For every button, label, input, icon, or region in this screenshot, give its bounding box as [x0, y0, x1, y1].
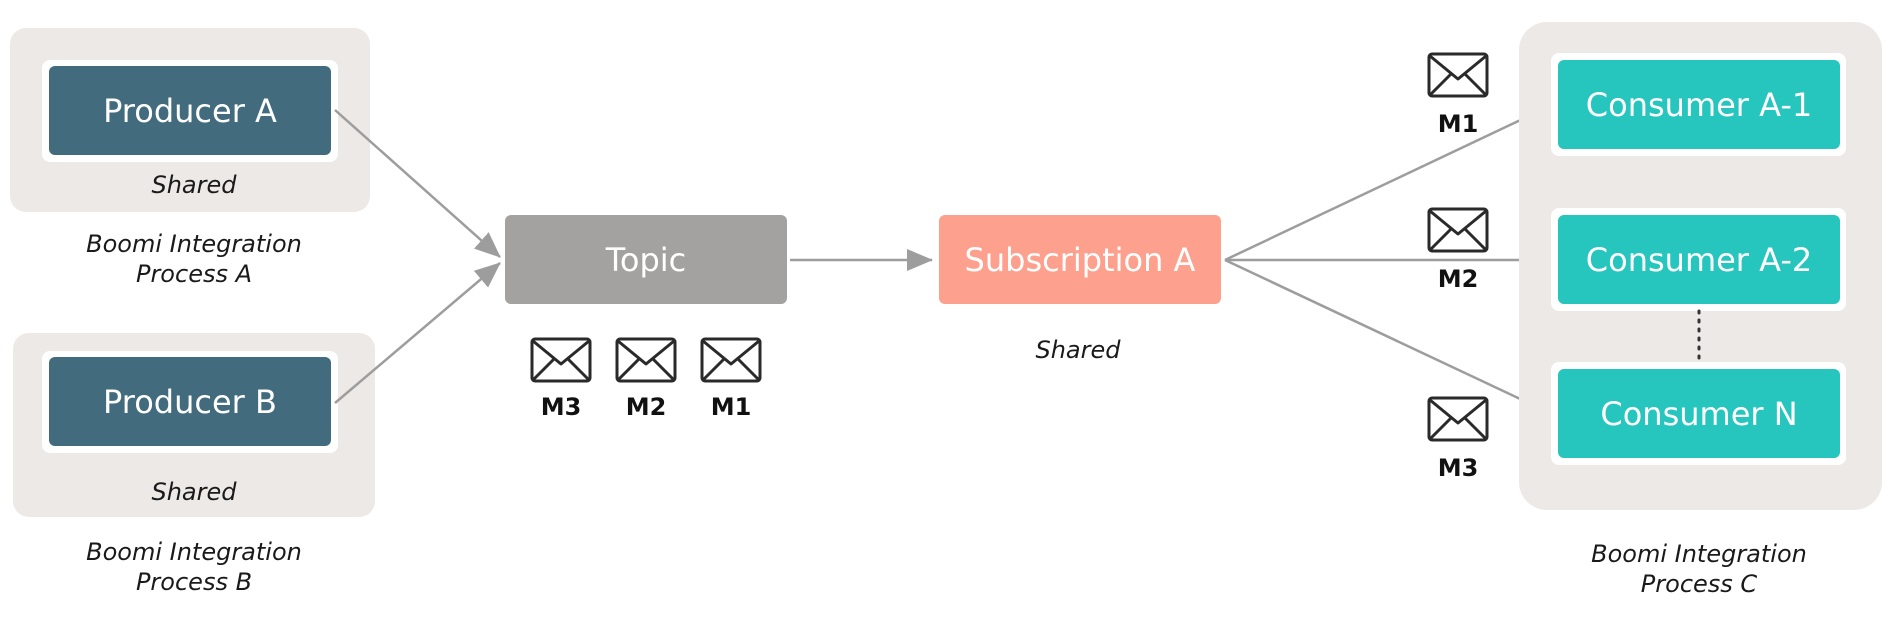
consumer-group-process-line1: Boomi Integration: [1591, 540, 1807, 568]
envelope-icon: [615, 337, 677, 383]
delivered-message-label: M2: [1438, 265, 1479, 293]
arrow-subscription-to-consumer-n: [1224, 258, 1551, 415]
topic-group: Topic M3 M2 M1: [505, 215, 787, 421]
arrow-subscription-to-consumer-a1: [1224, 104, 1551, 262]
consumer-a1-box[interactable]: [1558, 60, 1840, 149]
envelope-icon: [530, 337, 592, 383]
producer-b-group: Producer B Shared Boomi Integration Proc…: [13, 333, 375, 596]
consumer-group-process-line2: Process C: [1641, 570, 1758, 598]
arrow-producer-a-to-topic: [334, 109, 501, 258]
subscription-mode: Shared: [1035, 336, 1121, 364]
consumer-n-label: Consumer N: [1600, 395, 1797, 433]
flow-arrows: [334, 104, 1551, 415]
envelope-icon: [1427, 396, 1489, 442]
topic-message-label: M2: [626, 393, 667, 421]
envelope-icon: [700, 337, 762, 383]
topic-message-label: M1: [711, 393, 752, 421]
topic-label: Topic: [605, 241, 686, 279]
producer-b-mode: Shared: [151, 478, 237, 506]
consumer-a1-label: Consumer A-1: [1586, 86, 1812, 124]
topic-box[interactable]: [505, 215, 787, 304]
delivered-message-label: M1: [1438, 110, 1479, 138]
consumer-a2-box[interactable]: [1558, 215, 1840, 304]
consumer-n-box[interactable]: [1558, 369, 1840, 458]
producer-b-process-line1: Boomi Integration: [86, 538, 302, 566]
envelope-icon: [1427, 207, 1489, 253]
producer-a-mode: Shared: [151, 171, 237, 199]
topic-message-label: M3: [541, 393, 582, 421]
subscription-box[interactable]: [939, 215, 1221, 304]
delivered-message-label: M3: [1438, 454, 1479, 482]
producer-a-label: Producer A: [103, 92, 277, 130]
consumer-group: Consumer A-1 Consumer A-2 Consumer N Boo…: [1519, 22, 1882, 598]
subscription-label: Subscription A: [965, 241, 1196, 279]
producer-a-process-line2: Process A: [136, 260, 252, 288]
producer-b-label: Producer B: [103, 383, 277, 421]
producer-a-group: Producer A Shared Boomi Integration Proc…: [10, 28, 370, 288]
producer-a-process-line1: Boomi Integration: [86, 230, 302, 258]
producer-b-box[interactable]: [49, 357, 331, 446]
consumer-a2-label: Consumer A-2: [1586, 241, 1812, 279]
delivered-messages: M1 M2 M3: [1427, 52, 1489, 482]
producer-a-box[interactable]: [49, 66, 331, 155]
envelope-icon: [1427, 52, 1489, 98]
arrow-producer-b-to-topic: [334, 262, 501, 404]
subscription-group: Subscription A Shared: [939, 215, 1221, 364]
producer-b-process-line2: Process B: [136, 568, 252, 596]
